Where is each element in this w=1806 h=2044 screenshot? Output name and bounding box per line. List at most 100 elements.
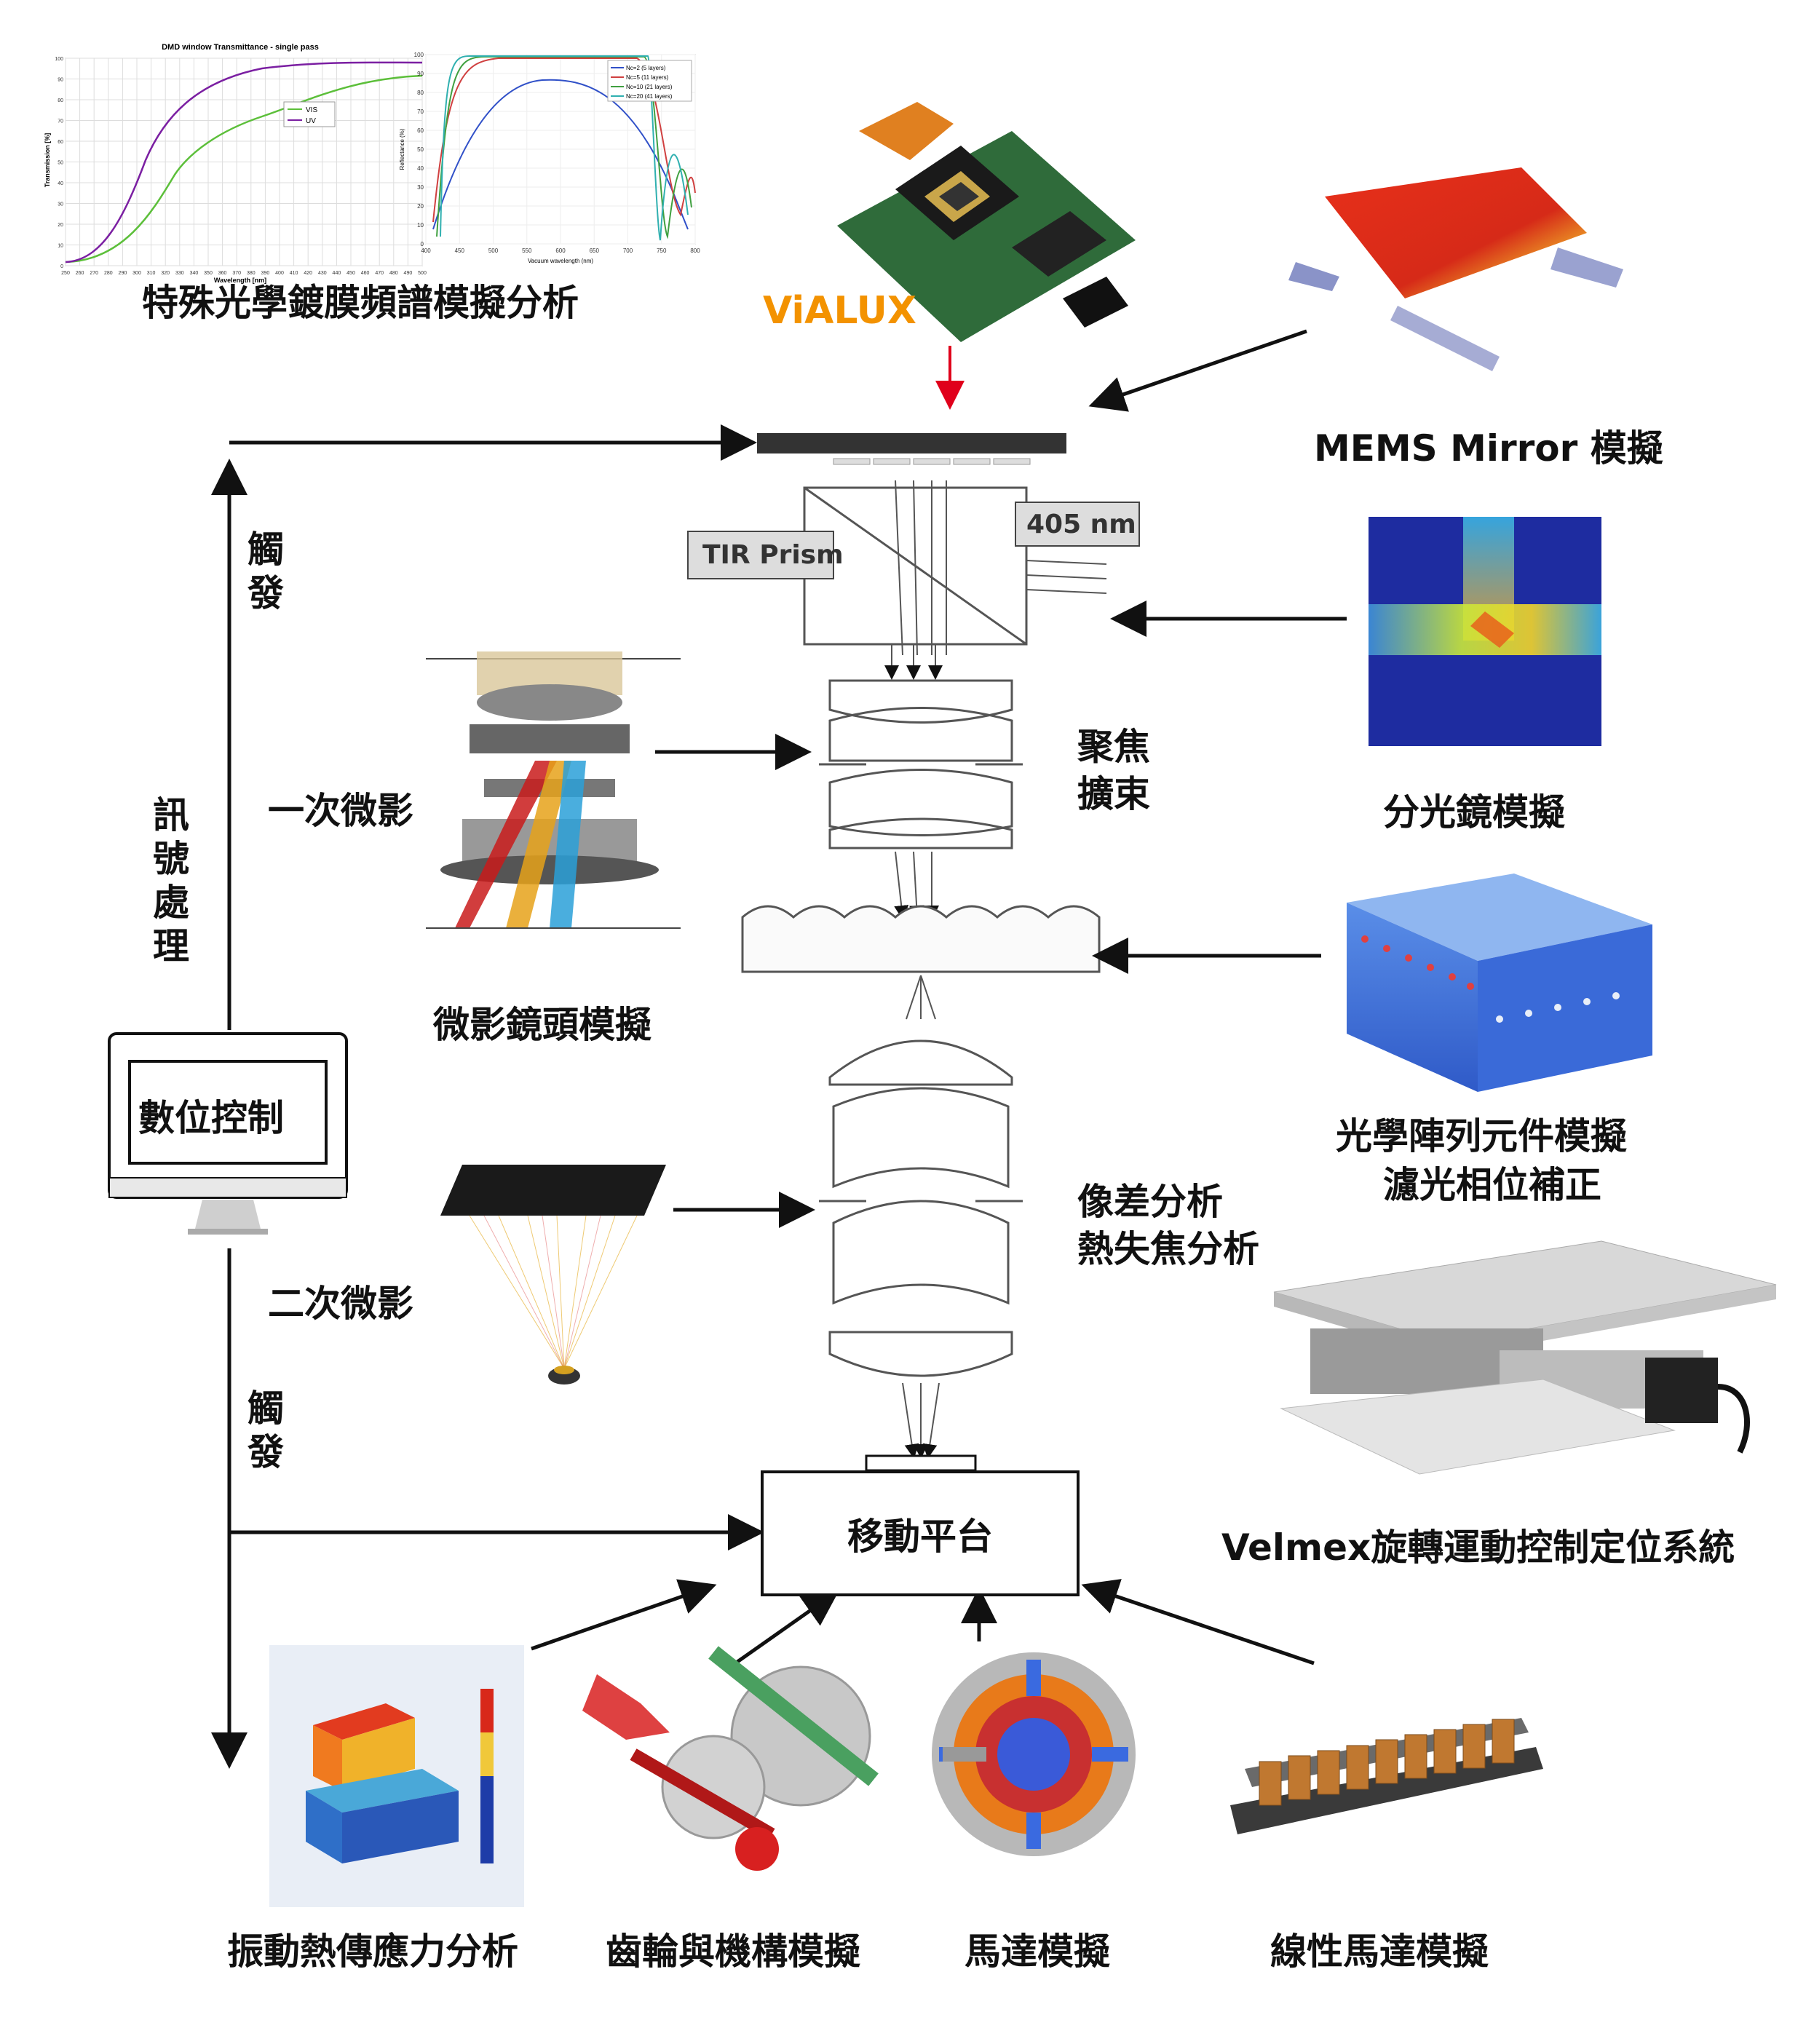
x-tick-label: 700 xyxy=(623,247,633,254)
series-nc20-line xyxy=(440,55,689,241)
linear-motor-image xyxy=(1230,1718,1543,1834)
microlens-sim-label: 微影鏡頭模擬 xyxy=(433,1004,651,1046)
x-tick-label: 260 xyxy=(76,271,84,276)
x-tick-label: 380 xyxy=(247,271,256,276)
beam-splitter-image xyxy=(1369,517,1601,746)
legend: Nc=2 (5 layers) Nc=5 (11 layers) Nc=10 (… xyxy=(607,60,692,102)
x-tick-label: 350 xyxy=(204,271,213,276)
imaging-lens-group xyxy=(819,1039,1023,1377)
transmittance-chart: DMD window Transmittance - single pass V… xyxy=(44,43,427,284)
y-tick-label: 20 xyxy=(58,223,63,228)
focus-lens-group xyxy=(819,679,1023,849)
dmd-board-image xyxy=(837,102,1136,342)
x-tick-label: 470 xyxy=(375,271,384,276)
optical-array-image xyxy=(1347,874,1652,1092)
series-nc10-line xyxy=(436,56,692,239)
gear-sim-image xyxy=(582,1646,879,1871)
velmex-stage-image xyxy=(1273,1240,1777,1475)
legend-nc5: Nc=5 (11 layers) xyxy=(626,74,669,81)
y-tick-label: 60 xyxy=(58,140,63,145)
x-tick-label: 270 xyxy=(90,271,98,276)
y-tick-label: 100 xyxy=(55,57,63,62)
x-tick-label: 550 xyxy=(522,247,532,254)
y-tick-label: 0 xyxy=(421,241,424,247)
legend: VIS UV xyxy=(283,101,336,127)
signal-processing-label: 訊號處理 xyxy=(153,794,189,967)
secondary-lithography-label: 二次微影 xyxy=(268,1283,413,1325)
y-axis-label: Transmission [%] xyxy=(44,133,51,188)
moving-stage-box: 移動平台 xyxy=(761,1470,1080,1596)
legend-uv: UV xyxy=(306,117,316,125)
x-tick-label: 370 xyxy=(232,271,241,276)
x-tick-label: 450 xyxy=(346,271,355,276)
x-tick-label: 390 xyxy=(261,271,270,276)
nm405-label-box xyxy=(1015,502,1140,547)
y-tick-label: 10 xyxy=(417,222,424,229)
tir-prism-label: TIR Prism xyxy=(702,540,844,570)
x-tick-label: 410 xyxy=(290,271,298,276)
y-tick-label: 80 xyxy=(58,98,63,103)
x-tick-label: 450 xyxy=(455,247,465,254)
x-tick-label: 650 xyxy=(590,247,600,254)
y-tick-label: 90 xyxy=(417,71,424,77)
vibration-label: 振動熱傳應力分析 xyxy=(227,1930,518,1973)
y-tick-label: 90 xyxy=(58,78,63,83)
vibration-sim-image xyxy=(269,1645,524,1907)
reflectance-chart: Nc=2 (5 layers) Nc=5 (11 layers) Nc=10 (… xyxy=(399,52,700,264)
y-tick-label: 70 xyxy=(417,108,424,115)
gear-label: 齒輪與機構模擬 xyxy=(606,1930,860,1973)
x-tick-label: 750 xyxy=(657,247,667,254)
y-tick-label: 40 xyxy=(58,181,63,186)
y-tick-label: 10 xyxy=(58,244,63,249)
linear-motor-label: 線性馬達模擬 xyxy=(1270,1930,1489,1973)
series-nc2-line xyxy=(432,79,689,230)
series-vis-line xyxy=(65,74,423,264)
y-tick-label: 20 xyxy=(417,203,424,210)
legend-vis: VIS xyxy=(306,106,317,114)
velmex-label: Velmex旋轉運動控制定位系統 xyxy=(1221,1526,1735,1569)
secondary-lithography-image xyxy=(440,1165,666,1385)
nm405-label: 405 nm xyxy=(1026,510,1136,539)
focus-label-2: 擴束 xyxy=(1077,773,1150,815)
y-tick-label: 80 xyxy=(417,90,424,96)
x-axis-label: Vacuum wavelength (nm) xyxy=(528,258,593,264)
microlens-sim-image xyxy=(426,651,681,929)
mems-mirror-image xyxy=(1288,167,1623,371)
y-axis-label: Reflectance (%) xyxy=(399,128,405,170)
y-tick-label: 70 xyxy=(58,119,63,124)
x-tick-label: 490 xyxy=(404,271,413,276)
y-tick-label: 100 xyxy=(414,52,424,58)
y-tick-label: 50 xyxy=(58,161,63,166)
x-tick-label: 420 xyxy=(304,271,312,276)
x-tick-label: 280 xyxy=(104,271,113,276)
y-tick-label: 40 xyxy=(417,165,424,172)
focus-label-1: 聚焦 xyxy=(1077,726,1150,768)
x-tick-label: 500 xyxy=(488,247,499,254)
x-tick-label: 250 xyxy=(61,271,70,276)
x-tick-label: 800 xyxy=(690,247,700,254)
x-tick-label: 460 xyxy=(361,271,370,276)
coating-label: 特殊光學鍍膜頻譜模擬分析 xyxy=(142,282,579,324)
optical-array-label: 光學陣列元件模擬 xyxy=(1336,1115,1627,1157)
y-tick-label: 30 xyxy=(417,184,424,191)
moving-stage-label: 移動平台 xyxy=(847,1515,993,1558)
x-tick-label: 360 xyxy=(218,271,227,276)
vialux-label: ViALUX xyxy=(763,289,916,333)
digital-control-label: 數位控制 xyxy=(138,1097,284,1139)
aberration-label: 像差分析 xyxy=(1077,1181,1223,1223)
x-tick-label: 300 xyxy=(132,271,141,276)
chart-title: DMD window Transmittance - single pass xyxy=(162,43,319,52)
legend-nc20: Nc=20 (41 layers) xyxy=(626,93,673,100)
x-tick-label: 600 xyxy=(555,247,566,254)
x-axis-label: Wavelength [nm] xyxy=(214,277,266,284)
x-tick-label: 290 xyxy=(119,271,127,276)
x-tick-label: 440 xyxy=(333,271,341,276)
legend-nc2: Nc=2 (5 layers) xyxy=(626,65,666,71)
microlens-array xyxy=(741,905,1101,973)
x-tick-label: 480 xyxy=(389,271,398,276)
x-tick-label: 500 xyxy=(418,271,427,276)
x-tick-label: 310 xyxy=(147,271,156,276)
trigger-bottom-label: 觸發 xyxy=(247,1387,284,1473)
y-tick-label: 30 xyxy=(58,202,63,207)
